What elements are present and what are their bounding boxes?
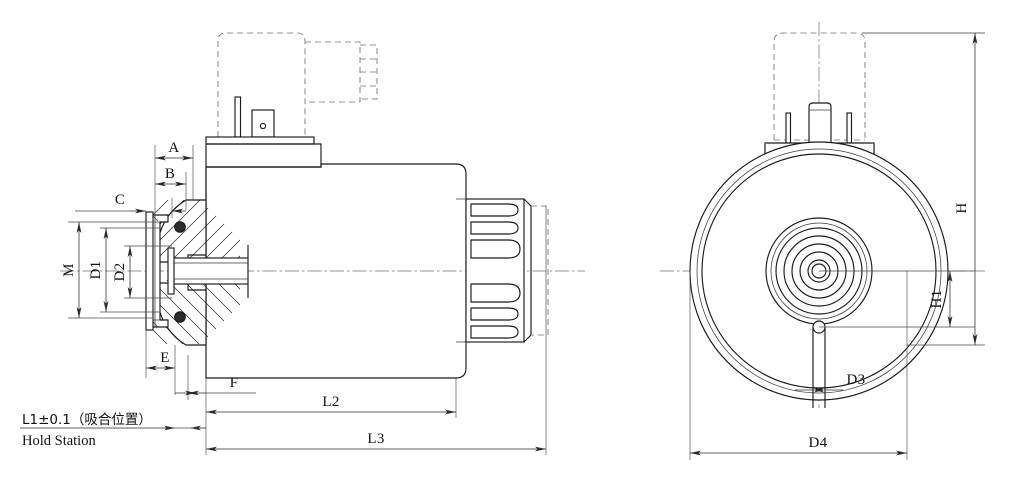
coil-upper-block xyxy=(205,143,322,200)
connector-hidden-outline-right xyxy=(773,32,985,141)
dimension-label-L2: L2 xyxy=(322,394,339,410)
dimension-group-right: H H1 D3 D4 xyxy=(689,33,985,460)
dimension-label-D1: D1 xyxy=(88,261,104,280)
locating-pin xyxy=(812,320,826,408)
dimension-label-A: A xyxy=(168,140,179,156)
armature-shaft xyxy=(169,245,249,298)
hold-station-note: L1±0.1（吸合位置） Hold Station xyxy=(20,412,152,449)
note-line-english: Hold Station xyxy=(22,433,96,449)
dimension-label-D4: D4 xyxy=(809,435,828,451)
o-ring-lower xyxy=(174,311,186,323)
knurled-nut xyxy=(456,198,549,343)
pin-hole-icon xyxy=(259,122,267,130)
connector-hidden-outline xyxy=(217,32,378,138)
dimension-label-D3: D3 xyxy=(847,372,866,388)
connector-pins-right xyxy=(785,102,853,144)
dimension-label-L3: L3 xyxy=(367,431,384,447)
dimension-label-H1: H1 xyxy=(929,290,945,309)
dimension-group-left: A B C M D1 D2 xyxy=(61,140,547,455)
dimension-label-M: M xyxy=(61,263,77,277)
right-front-end-view: H H1 D3 D4 xyxy=(660,22,985,460)
knurl-teeth xyxy=(470,203,521,339)
dimension-label-D2: D2 xyxy=(112,263,128,282)
left-side-section-view: A B C M D1 D2 xyxy=(20,32,585,455)
dimension-label-F: F xyxy=(230,375,239,391)
dimension-label-B: B xyxy=(165,166,175,182)
o-ring-upper xyxy=(174,221,186,233)
connector-pins xyxy=(234,96,275,138)
dimension-label-H: H xyxy=(954,202,970,213)
note-line-chinese: L1±0.1（吸合位置） xyxy=(22,412,152,428)
gland-bush xyxy=(145,211,175,331)
dimension-label-C: C xyxy=(115,192,125,208)
dimension-label-E: E xyxy=(160,350,169,366)
coil-top-plate xyxy=(205,136,315,145)
